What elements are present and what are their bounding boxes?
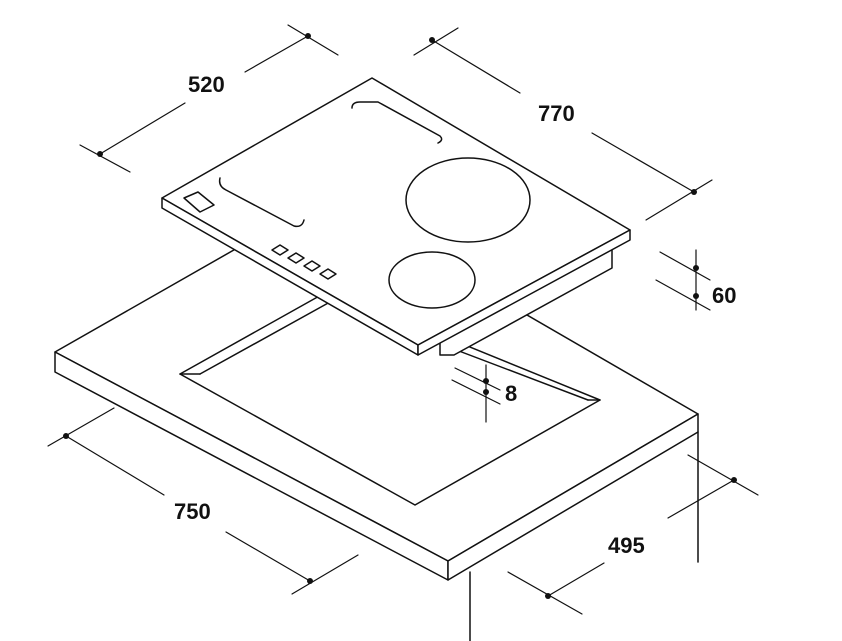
cooking-zone-front-left-icon bbox=[218, 177, 305, 228]
dimension-770: 770 bbox=[413, 27, 713, 221]
dim-750-label: 750 bbox=[174, 499, 211, 524]
dim-495-line-b bbox=[667, 479, 735, 519]
dim-520-dot-b bbox=[305, 33, 311, 39]
dim-60-tick-b bbox=[655, 279, 711, 311]
dimension-520: 520 bbox=[79, 24, 339, 173]
dim-750-dot-a bbox=[63, 433, 69, 439]
dim-750-tick-b bbox=[291, 554, 359, 595]
control-button-1-icon bbox=[271, 244, 289, 256]
dim-8-tick-a bbox=[454, 367, 501, 391]
dim-520-dot-a bbox=[97, 151, 103, 157]
dim-770-line-a bbox=[431, 39, 521, 94]
dimension-60: 60 bbox=[655, 249, 736, 311]
dim-495-dot-a bbox=[545, 593, 551, 599]
dim-520-line-a bbox=[99, 102, 186, 155]
dim-770-dot-a bbox=[429, 37, 435, 43]
dim-8-label: 8 bbox=[505, 381, 517, 406]
dim-60-dot-a bbox=[693, 265, 699, 271]
dim-60-label: 60 bbox=[712, 283, 736, 308]
dim-60-dot-b bbox=[693, 293, 699, 299]
cooking-zone-rear-icon bbox=[351, 101, 443, 144]
dim-8-dot-a bbox=[483, 378, 489, 384]
dim-770-label: 770 bbox=[538, 101, 575, 126]
dimension-8: 8 bbox=[451, 364, 517, 423]
dim-520-line-b bbox=[244, 35, 309, 73]
control-button-4-icon bbox=[319, 268, 337, 280]
countertop bbox=[54, 197, 699, 641]
hob bbox=[161, 77, 631, 356]
dim-750-dot-b bbox=[307, 578, 313, 584]
dim-495-dot-b bbox=[731, 477, 737, 483]
dim-520-tick-a bbox=[79, 144, 131, 173]
dim-8-dot-b bbox=[483, 389, 489, 395]
dim-770-line-b bbox=[591, 132, 695, 193]
dim-495-label: 495 bbox=[608, 533, 645, 558]
dim-750-line-a bbox=[65, 435, 165, 496]
dim-520-tick-b bbox=[287, 24, 339, 56]
dim-8-tick-b bbox=[451, 379, 501, 405]
hob-glass-side-edge bbox=[417, 229, 631, 356]
dim-495-tick-a bbox=[507, 571, 583, 615]
dim-520-label: 520 bbox=[188, 72, 225, 97]
dim-770-tick-a bbox=[413, 27, 459, 56]
dimension-495: 495 bbox=[507, 454, 759, 615]
dim-495-tick-b bbox=[687, 454, 759, 496]
cooking-zone-large-icon bbox=[405, 157, 531, 243]
dim-770-dot-b bbox=[691, 189, 697, 195]
control-button-3-icon bbox=[303, 260, 321, 272]
dim-770-tick-b bbox=[645, 179, 713, 221]
cooking-zone-small-icon bbox=[388, 251, 476, 309]
control-button-2-icon bbox=[287, 252, 305, 264]
dim-750-tick-a bbox=[47, 407, 115, 447]
dim-750-line-b bbox=[225, 531, 311, 582]
control-display-icon bbox=[183, 191, 215, 213]
dimension-750: 750 bbox=[47, 407, 359, 595]
dim-60-tick-a bbox=[659, 251, 711, 281]
dim-495-line-a bbox=[547, 562, 605, 597]
